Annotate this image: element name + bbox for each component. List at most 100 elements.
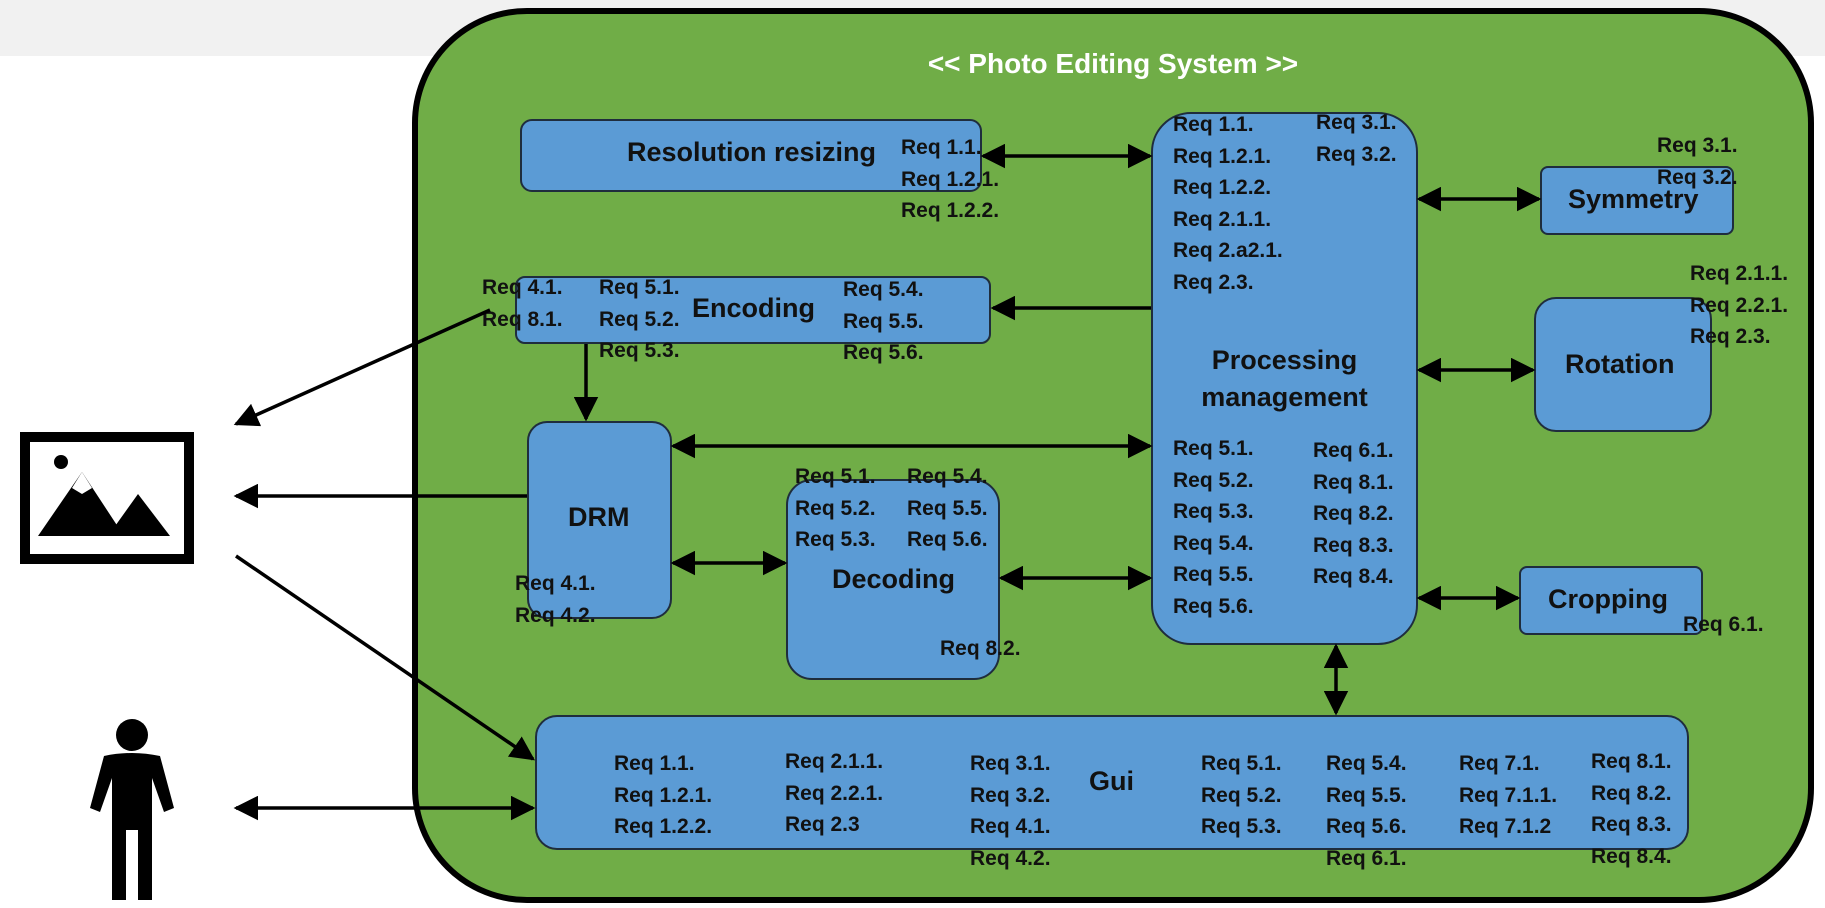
processing-label-line2: management xyxy=(1201,382,1368,412)
req-label: Req 5.6. xyxy=(1326,815,1407,838)
req-label: Req 2.2.1. xyxy=(1690,293,1789,317)
req-label: Req 5.2. xyxy=(1173,468,1254,492)
decoding-label: Decoding xyxy=(832,564,956,594)
req-label: Req 2.2.1. xyxy=(785,781,884,805)
processing-reqs-top-right: Req 3.1. Req 3.2. xyxy=(1316,107,1397,170)
req-label: Req 5.3. xyxy=(1201,815,1282,838)
req-label: Req 5.4. xyxy=(843,278,924,301)
req-label: Req 2.1.1. xyxy=(1173,207,1272,231)
req-label: Req 3.2. xyxy=(970,783,1051,807)
req-label: Req 5.2. xyxy=(599,307,680,331)
req-label: Req 3.2. xyxy=(1316,142,1397,166)
req-label: Req 5.6. xyxy=(843,341,924,364)
req-label: Req 5.1. xyxy=(795,465,876,488)
req-label: Req 5.5. xyxy=(1173,563,1254,586)
req-label: Req 4.2. xyxy=(515,603,596,627)
req-label: Req 2.a2.1. xyxy=(1173,239,1283,262)
req-label: Req 3.2. xyxy=(1657,165,1738,189)
gui-reqs-col1: Req 1.1. Req 1.2.1. Req 1.2.2. xyxy=(614,748,712,843)
req-label: Req 5.5. xyxy=(843,309,924,333)
req-label: Req 5.1. xyxy=(1173,437,1254,460)
req-label: Req 4.1. xyxy=(970,815,1051,838)
gui-reqs-col4: Req 5.1. Req 5.2. Req 5.3. xyxy=(1201,748,1282,843)
gui-box xyxy=(535,715,1689,850)
gui-label: Gui xyxy=(1089,766,1134,796)
encoding-box xyxy=(515,276,991,344)
rotation-reqs: Req 2.1.1. Req 2.2.1. Req 2.3. xyxy=(1690,258,1788,353)
req-label: Req 8.1. xyxy=(1313,470,1394,494)
req-label: Req 4.1. xyxy=(482,276,563,299)
req-label: Req 2.3. xyxy=(1690,325,1771,348)
encoding-reqs-right: Req 5.4. Req 5.5. Req 5.6. xyxy=(843,274,924,369)
req-label: Req 5.3. xyxy=(795,528,876,551)
req-label: Req 8.2. xyxy=(1591,781,1672,805)
req-label: Req 1.1. xyxy=(1173,113,1254,136)
gui-reqs-col7: Req 8.1. Req 8.2. Req 8.3. Req 8.4. xyxy=(1591,746,1672,872)
processing-label-line1: Processing xyxy=(1211,345,1358,375)
req-label: Req 3.1. xyxy=(1657,134,1738,157)
req-label: Req 1.2.2. xyxy=(901,199,1000,222)
req-label: Req 5.3. xyxy=(599,339,680,362)
resolution-reqs: Req 1.1. Req 1.2.1. Req 1.2.2. xyxy=(901,132,999,227)
req-label: Req 8.1. xyxy=(1591,750,1672,773)
req-label: Req 8.1. xyxy=(482,307,563,331)
encoding-reqs-left: Req 4.1. Req 8.1. xyxy=(482,272,563,335)
req-label: Req 2.1.1. xyxy=(785,750,884,773)
req-label: Req 5.4. xyxy=(1326,752,1407,775)
arrow-image-gui xyxy=(235,554,536,761)
req-label: Req 2.3 xyxy=(785,813,860,836)
req-label: Req 5.1. xyxy=(599,276,680,299)
processing-management-label: Processing management xyxy=(1151,342,1418,416)
req-label: Req 3.1. xyxy=(970,752,1051,775)
arrow-encoding-image xyxy=(233,308,491,427)
req-label: Req 5.6. xyxy=(907,528,988,551)
drm-label: DRM xyxy=(568,502,630,532)
req-label: Req 7.1.2 xyxy=(1459,815,1552,838)
cropping-label: Cropping xyxy=(1548,584,1668,614)
req-label: Req 5.2. xyxy=(795,496,876,520)
cropping-reqs: Req 6.1. xyxy=(1683,609,1764,641)
req-label: Req 6.1. xyxy=(1313,439,1394,462)
image-icon xyxy=(20,432,194,564)
req-label: Req 1.2.2. xyxy=(614,815,713,838)
req-label: Req 5.4. xyxy=(907,465,988,488)
gui-reqs-col2: Req 2.1.1. Req 2.2.1. Req 2.3 xyxy=(785,746,883,841)
req-label: Req 8.3. xyxy=(1591,813,1672,836)
req-label: Req 5.2. xyxy=(1201,783,1282,807)
req-label: Req 7.1. xyxy=(1459,752,1540,775)
req-label: Req 5.5. xyxy=(907,496,988,520)
req-label: Req 8.2. xyxy=(940,637,1021,660)
gui-reqs-col3: Req 3.1. Req 3.2. Req 4.1. Req 4.2. xyxy=(970,748,1051,874)
resolution-resizing-label: Resolution resizing xyxy=(627,137,877,167)
gui-reqs-col5: Req 5.4. Req 5.5. Req 5.6. Req 6.1. xyxy=(1326,748,1407,874)
system-title: << Photo Editing System >> xyxy=(927,48,1299,79)
req-label: Req 5.5. xyxy=(1326,783,1407,807)
req-label: Req 2.3. xyxy=(1173,270,1254,294)
symmetry-reqs: Req 3.1. Req 3.2. xyxy=(1657,130,1738,193)
drm-box xyxy=(527,421,672,619)
gui-reqs-col6: Req 7.1. Req 7.1.1. Req 7.1.2 xyxy=(1459,748,1557,843)
drm-reqs: Req 4.1. Req 4.2. xyxy=(515,568,596,631)
encoding-label: Encoding xyxy=(692,293,815,323)
req-label: Req 4.2. xyxy=(970,846,1051,870)
user-icon xyxy=(90,719,174,900)
req-label: Req 1.1. xyxy=(614,752,695,775)
req-label: Req 2.1.1. xyxy=(1690,262,1789,285)
rotation-box xyxy=(1534,297,1712,432)
decoding-reqs-left: Req 5.1. Req 5.2. Req 5.3. xyxy=(795,461,876,556)
req-label: Req 8.2. xyxy=(1313,502,1394,525)
processing-reqs-top-left: Req 1.1. Req 1.2.1. Req 1.2.2. Req 2.1.1… xyxy=(1173,109,1283,298)
processing-reqs-bottom-left: Req 5.1. Req 5.2. Req 5.3. Req 5.4. Req … xyxy=(1173,433,1254,622)
req-label: Req 5.4. xyxy=(1173,531,1254,555)
symmetry-label: Symmetry xyxy=(1568,184,1699,214)
req-label: Req 4.1. xyxy=(515,572,596,595)
req-label: Req 5.6. xyxy=(1173,594,1254,618)
req-label: Req 1.2.2. xyxy=(1173,176,1272,199)
processing-reqs-bottom-right: Req 6.1. Req 8.1. Req 8.2. Req 8.3. Req … xyxy=(1313,435,1394,593)
decoding-reqs-bottom: Req 8.2. xyxy=(940,633,1021,665)
processing-management-box xyxy=(1151,112,1418,645)
req-label: Req 8.3. xyxy=(1313,533,1394,557)
req-label: Req 8.4. xyxy=(1313,565,1394,588)
req-label: Req 1.2.1. xyxy=(901,167,1000,191)
